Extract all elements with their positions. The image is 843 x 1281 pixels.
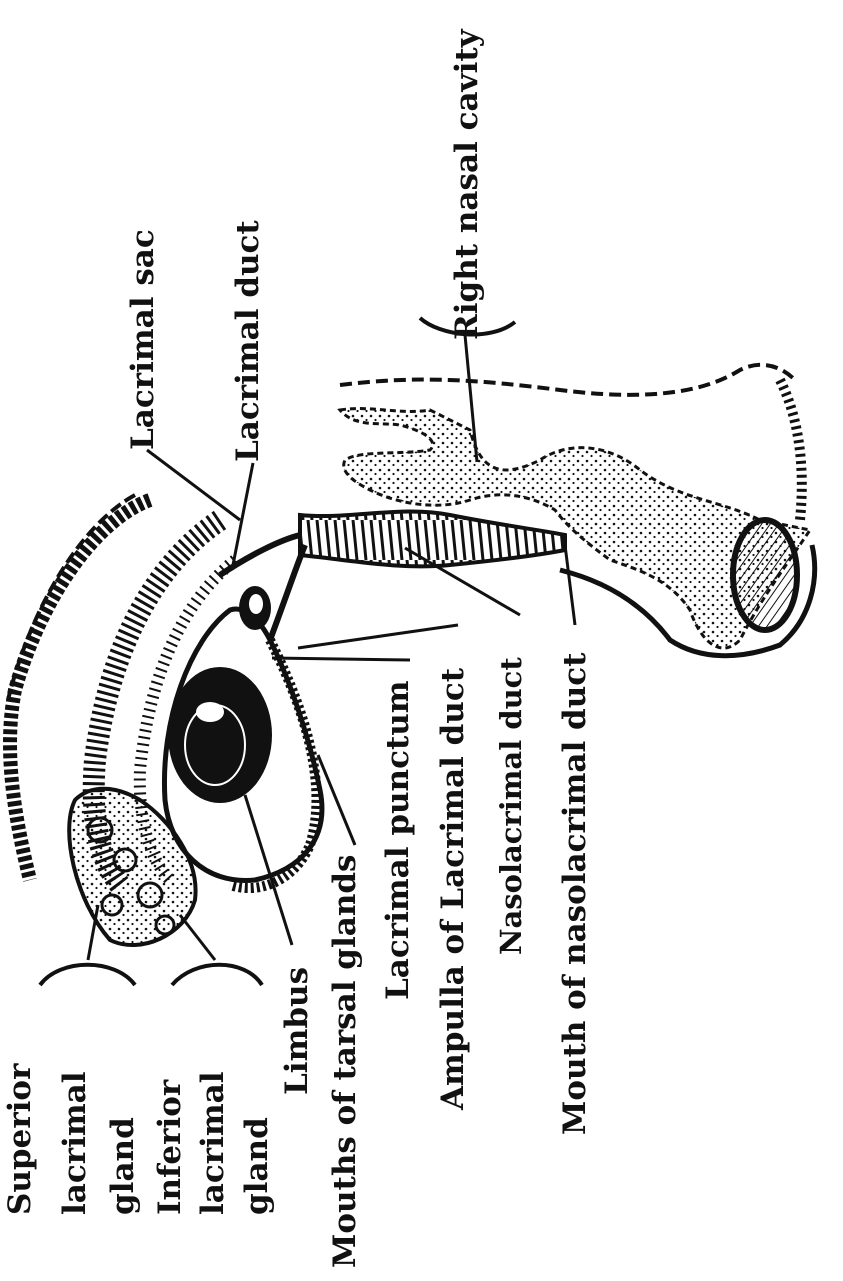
leader-lacrimal-sac [147,450,240,520]
label-inferior-line-3: gland [242,1117,273,1215]
label-right-nasal-cavity: Right nasal cavity [452,29,483,340]
label-mouth-of-nasolacrimal-duct: Mouth of nasolacrimal duct [560,653,591,1135]
leader-inferior-lacrimal-gland [180,915,215,960]
label-lacrimal-punctum: Lacrimal punctum [383,680,414,1000]
label-superior-line-2: lacrimal [60,1071,91,1215]
label-lacrimal-duct: Lacrimal duct [233,220,264,462]
label-superior-line-1: Superior [5,1064,36,1215]
iris [168,667,272,803]
superior-gland-bracket [40,965,135,985]
inferior-gland-bracket [172,965,262,985]
label-nasolacrimal-duct: Nasolacrimal duct [497,657,526,955]
leader-mouth-of-nasolacrimal-duct [565,545,575,625]
label-inferior-line-2: lacrimal [198,1071,229,1215]
lacrimal-gland [69,789,195,945]
label-mouths-of-tarsal-glands: Mouths of tarsal glands [330,855,361,1269]
leader-ampulla [298,625,458,648]
label-lacrimal-sac: Lacrimal sac [128,229,159,450]
label-superior-line-3: gland [108,1117,139,1215]
lacrimal-caruncle [239,586,271,630]
nasolacrimal-duct-shape [300,511,565,566]
leader-lacrimal-punctum [272,658,410,660]
label-ampulla-of-lacrimal-duct: Ampulla of Lacrimal duct [438,668,469,1110]
label-limbus: Limbus [282,967,313,1095]
label-inferior-line-1: Inferior [155,1080,186,1215]
